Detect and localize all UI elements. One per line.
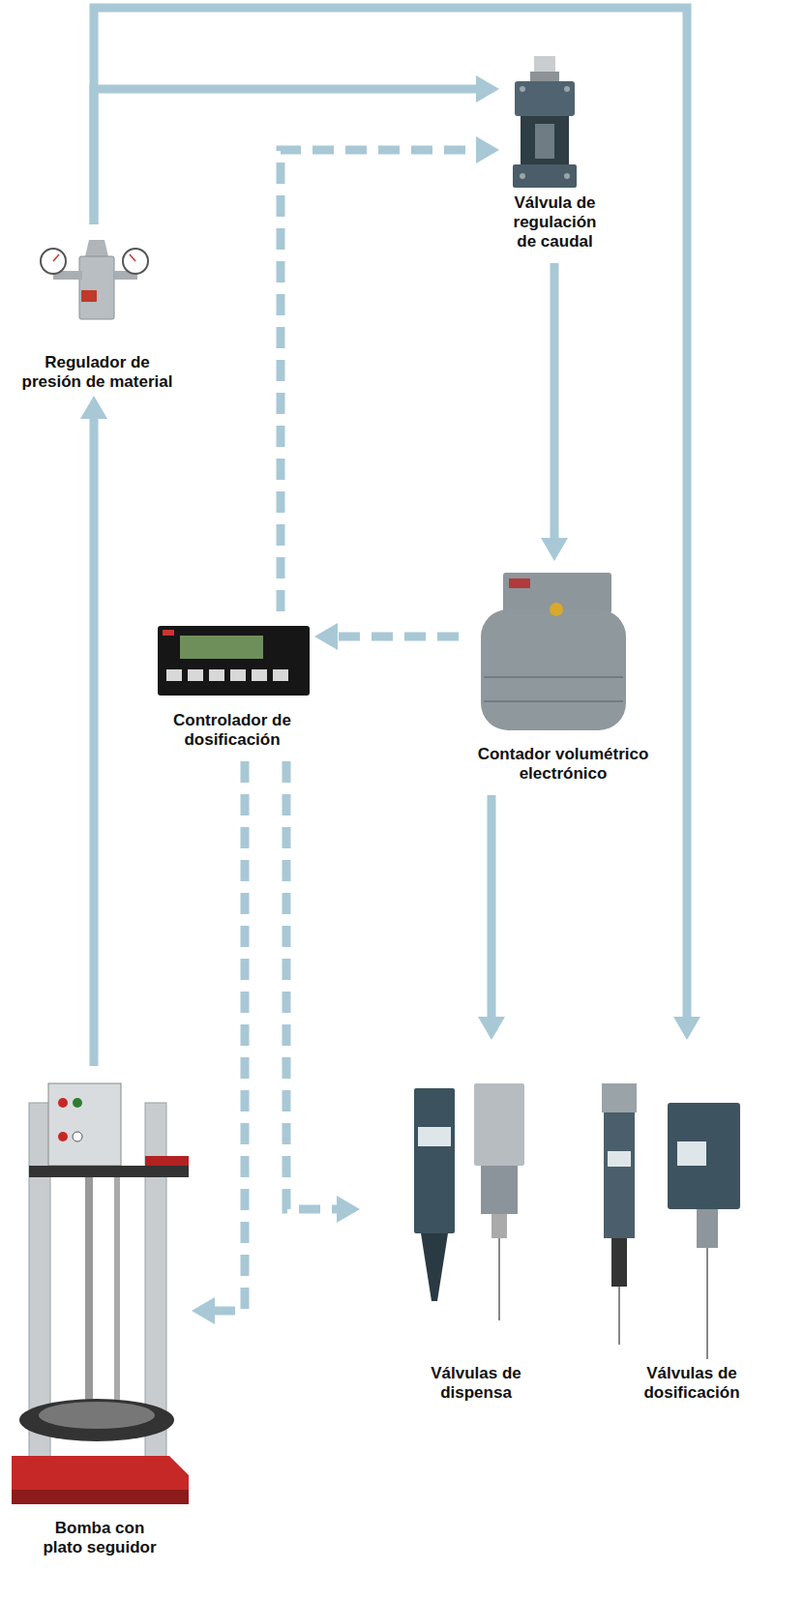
dispensing-valves-illustration	[414, 1083, 525, 1321]
component: Válvulas de dispensa	[359, 1040, 593, 1407]
flow-connector	[477, 795, 506, 1041]
component: Válvulas de dosificación	[594, 1040, 790, 1407]
material-line	[550, 263, 560, 540]
arrow-head	[191, 1297, 215, 1325]
arrow-head	[80, 395, 108, 419]
arrow-head	[476, 136, 500, 164]
component-label: Controlador de dosificación	[149, 711, 315, 750]
signal-line	[280, 149, 478, 612]
flow-connector	[80, 395, 108, 1067]
material-line	[487, 795, 497, 1019]
component-label: Válvulas de dispensa	[417, 1364, 535, 1403]
signal-line	[335, 632, 459, 642]
arrow-head	[540, 537, 568, 562]
arrow-head	[673, 1016, 701, 1041]
dosing-valves-illustration	[601, 1083, 741, 1360]
flow-connector	[93, 7, 701, 1041]
component-label: Contador volumétrico electrónico	[466, 744, 660, 784]
component: Controlador de dosificación	[149, 619, 315, 754]
volumetric-counter-illustration	[480, 572, 626, 731]
component: Válvula de regulación de caudal	[499, 53, 611, 256]
pump-illustration	[11, 1083, 189, 1505]
component-label: Regulador de presión de material	[17, 353, 178, 392]
flow-connector	[191, 761, 245, 1325]
flow-valve-illustration	[512, 56, 577, 188]
arrow-head	[336, 1195, 360, 1223]
component-label: Válvulas de dosificación	[633, 1364, 750, 1403]
flow-connector	[540, 263, 568, 562]
component-label: Válvula de regulación de caudal	[504, 193, 606, 252]
flow-connector	[280, 136, 500, 612]
signal-line	[212, 761, 245, 1311]
arrow-head	[314, 623, 338, 651]
signal-line	[286, 761, 339, 1210]
arrow-head	[477, 1016, 506, 1041]
component: Bomba con plato seguidor	[7, 1073, 192, 1562]
component: Contador volumétrico electrónico	[466, 561, 660, 788]
material-line	[89, 416, 99, 1067]
component-label: Bomba con plato seguidor	[39, 1518, 161, 1558]
dosing-controller-illustration	[157, 625, 310, 696]
flow-connector	[286, 761, 360, 1223]
component: Regulador de presión de material	[7, 232, 187, 396]
material-line	[93, 89, 478, 225]
arrow-head	[476, 75, 500, 103]
pressure-regulator-illustration	[40, 239, 149, 320]
flow-connector	[314, 623, 459, 651]
material-line	[93, 7, 687, 1019]
